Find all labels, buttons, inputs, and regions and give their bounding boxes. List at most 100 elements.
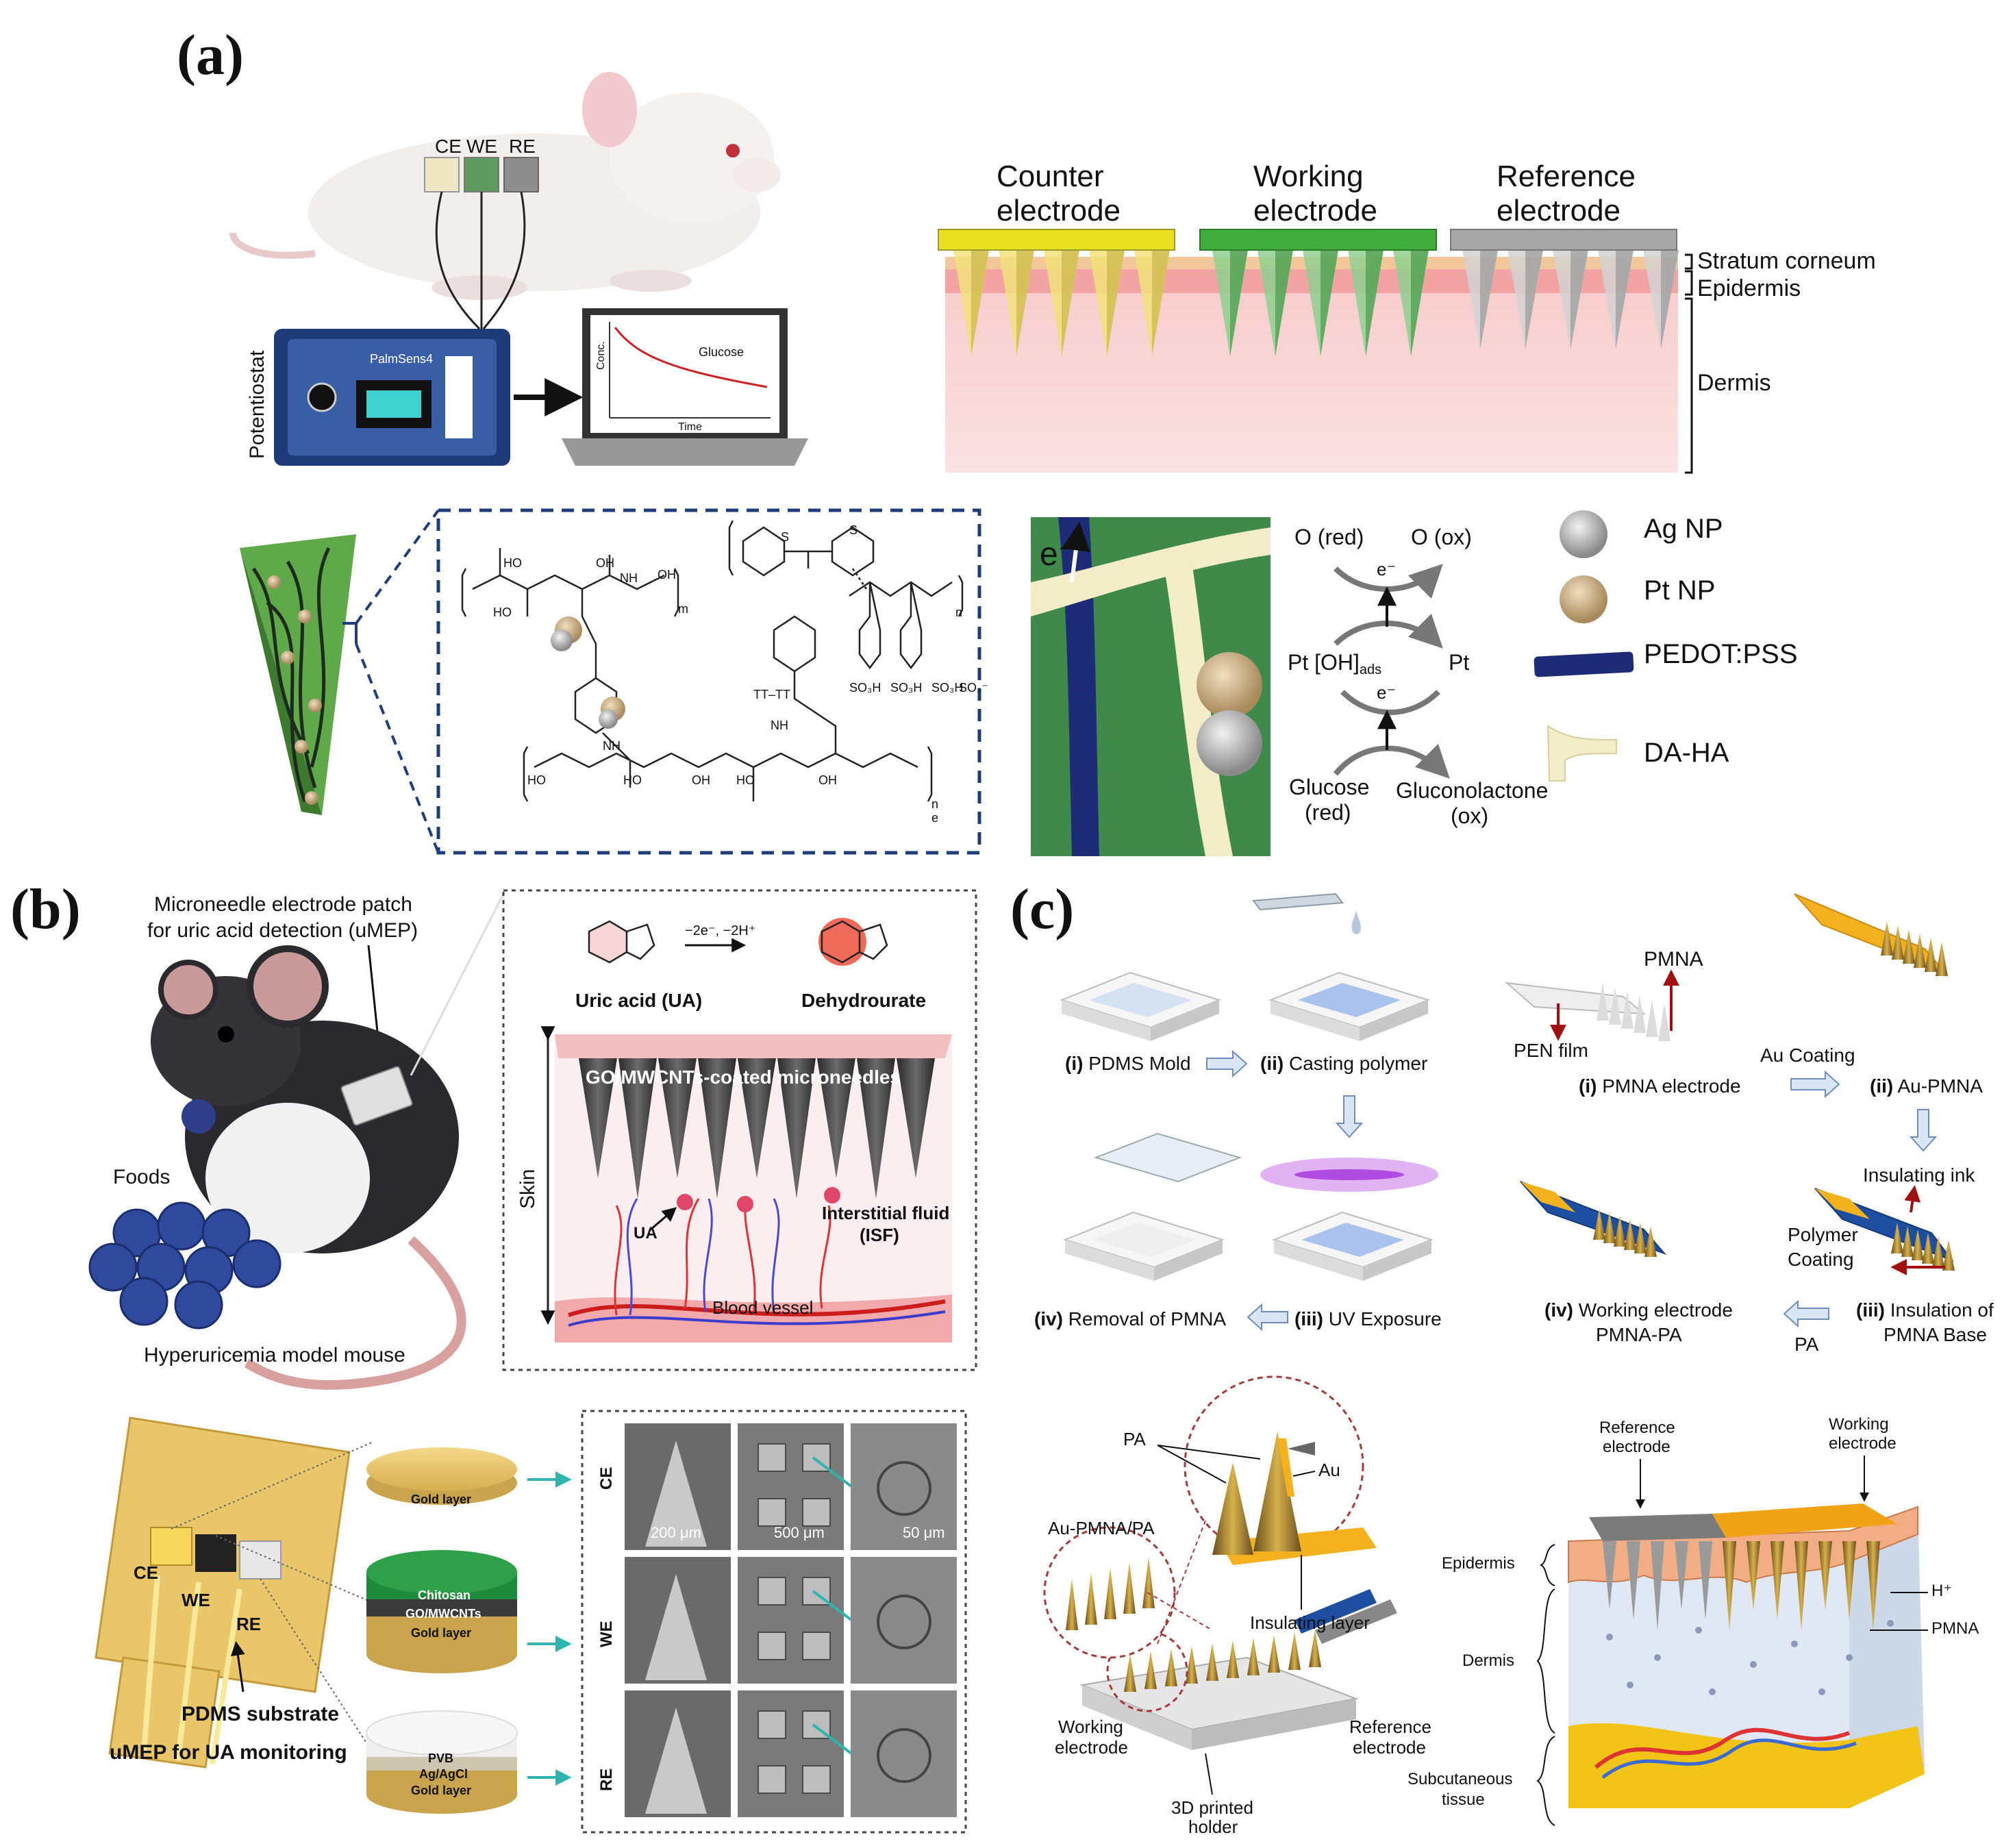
pmna-needle [1922,1233,1934,1264]
chem-atom-label: NH [620,571,638,585]
skin-c-needle [1651,1541,1664,1630]
skin-microneedle-shade [971,250,989,356]
ce-label: CE [435,136,462,157]
mold-well [1089,983,1192,1017]
pmna-needle [1634,995,1646,1033]
skin-c-needle [1866,1541,1880,1630]
au-coating-label: Au Coating [1760,1045,1855,1066]
skin-c-needle [1675,1541,1688,1610]
skin-c-work-1: Working [1829,1415,1889,1434]
sem-image [738,1557,844,1684]
h-ion-dot [1818,1688,1825,1695]
skin-microneedle-shade [1321,250,1338,356]
skin-c-work-2: electrode [1829,1434,1897,1453]
sem-pyramid [802,1632,831,1660]
chem-atom-label: OH [658,568,676,582]
pmna-needle [1603,1212,1616,1243]
skin-c-needle [1818,1541,1832,1610]
blueberries [88,1201,281,1329]
h-ion-dot [1627,1682,1634,1688]
sem-row-re: RE [597,1769,616,1791]
panel-b-tag: (b) [10,877,81,941]
pmna-needle [1227,1640,1239,1678]
pipette [1252,892,1344,911]
h-ion-dot [1606,1634,1613,1640]
umep-caption: uMEP for UA monitoring [110,1741,347,1764]
skin-c-needle [1794,1541,1808,1630]
green-microneedle [240,534,358,815]
chem-atom-label: NH [771,719,788,732]
glucose-label-2: (red) [1305,800,1351,825]
potentiostat-label: Potentiostat [246,350,268,459]
h-ion-dot [1750,1661,1757,1668]
skin-c-needle [1747,1541,1760,1610]
blueberry [157,1201,206,1251]
sem-image [851,1557,957,1684]
ag-np-icon [1560,510,1607,558]
pmna-needle [1658,1003,1670,1041]
sem-grid [625,1423,957,1817]
scale-bar-500: 500 μm [774,1524,825,1541]
pmna-needle [1124,1654,1136,1692]
pmna-needle [1932,1236,1944,1267]
step-r-4b: PMNA-PA [1596,1324,1682,1345]
pmna-needle [1614,1216,1626,1247]
ce-pad [424,157,460,192]
chip-ce-array [150,1527,192,1566]
step-r-4a: (iv) Working electrode [1544,1299,1733,1321]
chemical-structure-box [436,508,981,855]
mouse-patch [340,1066,413,1126]
polymer-coating-label-1: Polymer [1788,1224,1858,1245]
pmna-needle [1891,1223,1903,1253]
pmna-process: PMNA PEN film (i) PMNA electrode Au Coat… [1504,893,1994,1355]
sem-detail [877,1595,931,1649]
pmna-needle [1288,1632,1301,1670]
sem-pyramid [758,1765,786,1794]
scale-bar-200: 200 μm [651,1524,701,1541]
pmna-needle [1309,1630,1321,1667]
pmna-needle [1901,1226,1914,1257]
black-mouse [151,945,466,1390]
sem-pyramid [758,1443,786,1472]
blueberry [174,1280,223,1329]
device-brand: PalmSens4 [370,352,433,366]
dermis-label: Dermis [1697,370,1771,396]
umep-chip: CE WE RE PDMS substrate uMEP for UA moni… [95,1416,374,1769]
chem-atom-label: OH [692,773,710,787]
pmna-needle [1912,1229,1924,1260]
skin-microneedle-shade [1275,250,1293,356]
pmna-needle [1646,999,1658,1037]
panel-b: (b) Microneedle electrode patch for uric… [10,877,977,1834]
counter-electrode-bar [938,229,1175,251]
pmna-needle [1206,1643,1218,1681]
pa-label: PA [1123,1429,1146,1449]
we-label: WE [466,136,497,157]
chip-we-label: WE [182,1590,210,1610]
ua-microneedle [857,1058,895,1199]
chem-atom-label: HO [736,773,755,787]
holder-assembly: PA Au Au-PMNA/PA Insulating layer Workin… [1043,1375,1431,1837]
h-ion-dot [1791,1640,1798,1647]
blueberry [119,1277,168,1326]
pmna-needle [1936,942,1948,976]
potentiostat: PalmSens4 Potentiostat [246,329,510,466]
pmna-needle [1066,1579,1078,1630]
ua-microneedle [579,1058,617,1178]
skin-microneedle-shade [1062,250,1079,356]
patch-label-2: for uric acid detection (uMEP) [147,919,418,942]
sem-needle [645,1440,707,1547]
mouse-zoom-cone [410,893,505,1076]
glucose-label-1: Glucose [1289,775,1369,799]
pmna-needle [1268,1635,1280,1673]
ua-microneedle [698,1058,736,1199]
isf-label-1: Interstitial fluid [822,1203,949,1223]
laptop-xlabel: Time [678,421,702,433]
holder-label-2: holder [1188,1816,1238,1837]
reference-electrode-bar [1450,229,1677,251]
pt-oh-label: Pt [OH]ads [1288,650,1381,677]
chem-atom-label: SO₃H [849,681,881,695]
mold-well [1301,1223,1404,1257]
ua-skin-diagram: GO/MWCNTs-coated microneedles Skin UA In… [516,1026,952,1343]
chip-re-array [239,1540,281,1579]
